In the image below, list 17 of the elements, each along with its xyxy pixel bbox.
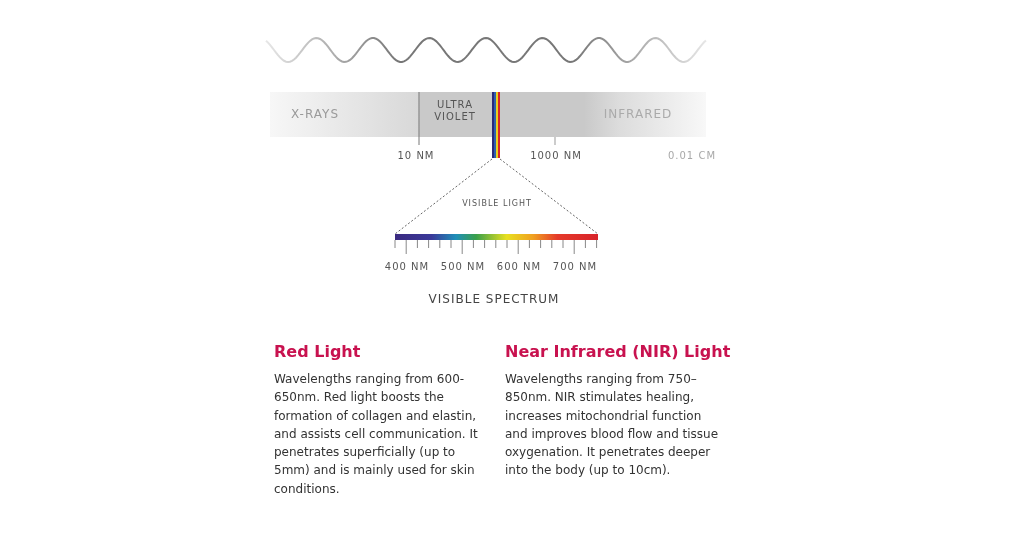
range-label: VISIBLE LIGHT [462, 199, 532, 208]
scale-label: 500 NM [440, 261, 486, 272]
spectrum-title: VISIBLE SPECTRUM [428, 292, 560, 306]
scale-label: 1000 NM [530, 150, 582, 161]
scale-label: 10 NM [397, 150, 435, 161]
scale-label: 700 NM [552, 261, 598, 272]
scale-label: 400 NM [384, 261, 430, 272]
description-paragraph: Wavelengths ranging from 600-650nm. Red light boosts the formation of collagen and elastin, and assists cell communication. It penetrates superficially (up to 5mm) and is mainly used for skin conditions. [274, 371, 479, 498]
band-label: ULTRA VIOLET [433, 99, 477, 123]
scale-label: 600 NM [496, 261, 542, 272]
section-heading: Red Light [274, 342, 361, 361]
description-paragraph: Wavelengths ranging from 750–850nm. NIR stimulates healing, increases mitochondrial function and improves blood flow and tissue oxygenation. It penetrates deeper into the body (up to 10cm). [505, 371, 720, 480]
scale-label: 0.01 CM [667, 150, 717, 161]
section-heading: Near Infrared (NIR) Light [505, 342, 731, 361]
spectrum-band [270, 92, 706, 137]
band-label: X-RAYS [290, 107, 340, 122]
band-label: INFRARED [602, 107, 674, 122]
